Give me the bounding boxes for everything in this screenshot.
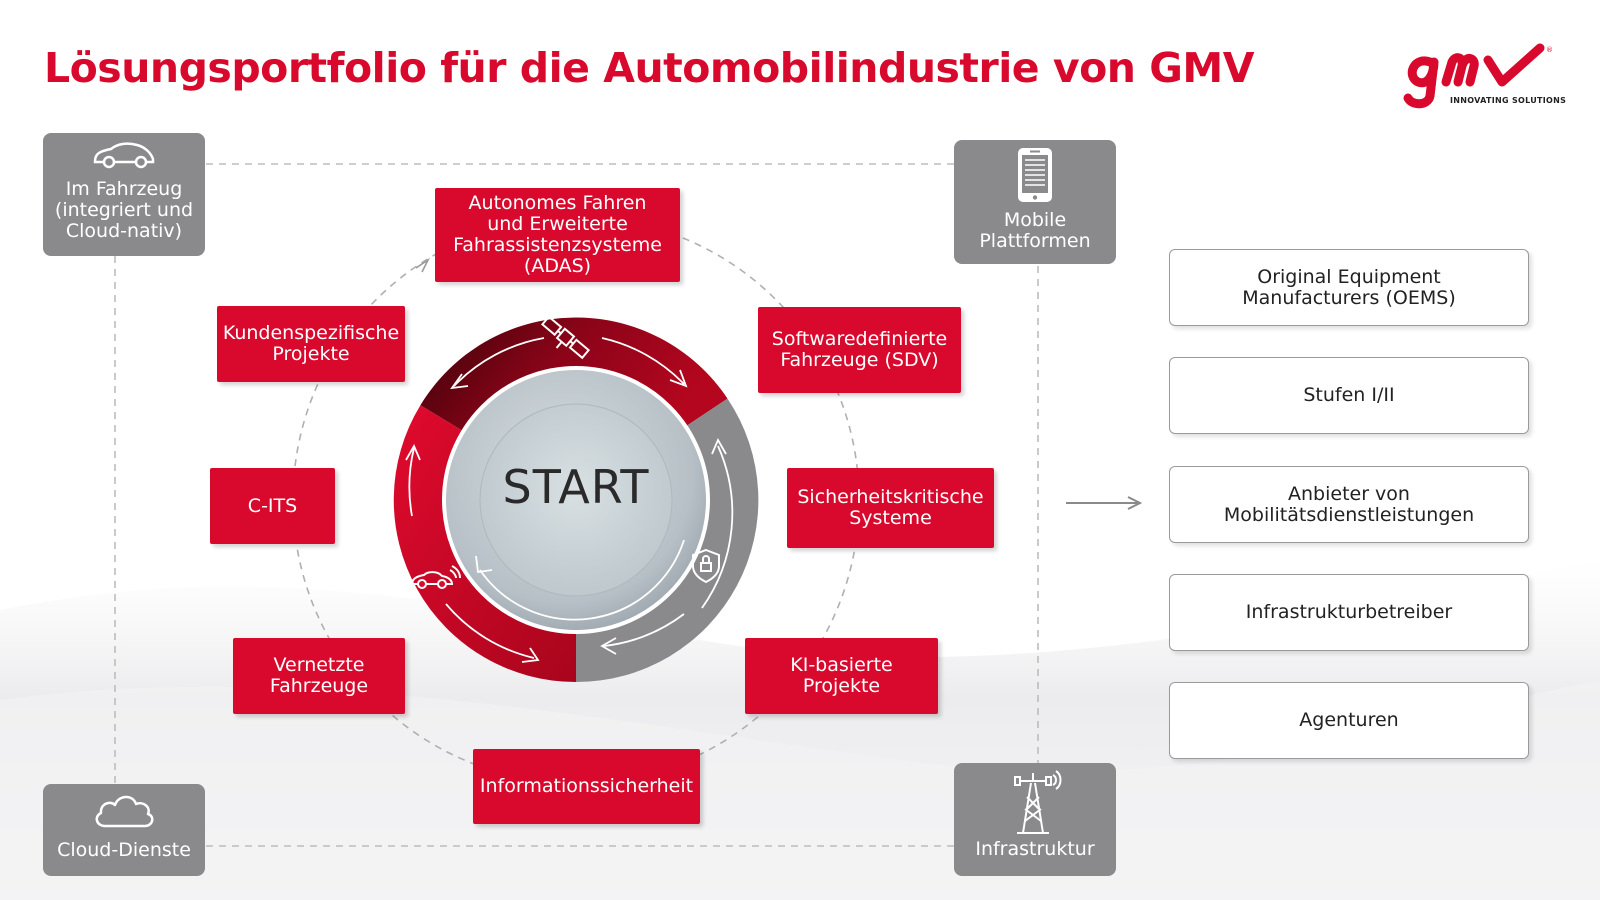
solution-connected-vehicles-label: Vernetzte Fahrzeuge bbox=[269, 654, 369, 697]
solution-adas-label: Autonomes Fahren und Erweiterte Fahrassi… bbox=[453, 192, 662, 277]
customer-stufen-label: Stufen I/II bbox=[1303, 384, 1395, 406]
customer-infrastructure-operators-label: Infrastrukturbetreiber bbox=[1245, 601, 1453, 623]
customer-mobility-providers[interactable]: Anbieter von Mobilitätsdienstleistungen bbox=[1169, 466, 1529, 543]
solution-sdv[interactable]: Softwaredefinierte Fahrzeuge (SDV) bbox=[758, 307, 961, 393]
solution-ai-projects[interactable]: KI-basierte Projekte bbox=[745, 638, 938, 714]
platform-mobile-label: Mobile Plattformen bbox=[979, 209, 1091, 252]
cloud-icon bbox=[95, 795, 154, 828]
solution-safety-critical-label: Sicherheitskritische Systeme bbox=[797, 486, 984, 529]
antenna-tower-icon bbox=[1014, 770, 1062, 834]
platform-mobile: Mobile Plattformen bbox=[954, 140, 1116, 264]
logo-tagline: INNOVATING SOLUTIONS bbox=[1450, 96, 1567, 105]
solution-c-its-label: C-ITS bbox=[247, 494, 298, 517]
customer-oems[interactable]: Original Equipment Manufacturers (OEMS) bbox=[1169, 249, 1529, 326]
connected-car-icon bbox=[410, 565, 461, 589]
platform-cloud-label: Cloud-Dienste bbox=[57, 839, 191, 861]
wheel-segment-right bbox=[576, 398, 759, 683]
solution-safety-critical[interactable]: Sicherheitskritische Systeme bbox=[787, 468, 994, 548]
page-title: Lösungsportfolio für die Automobilindust… bbox=[44, 44, 1254, 92]
customer-oems-label: Original Equipment Manufacturers (OEMS) bbox=[1242, 265, 1456, 309]
smartphone-icon bbox=[1018, 148, 1052, 202]
customer-agencies[interactable]: Agenturen bbox=[1169, 682, 1529, 759]
platform-vehicle-label: Im Fahrzeug (integriert und Cloud-nativ) bbox=[54, 178, 194, 242]
solution-infosec[interactable]: Informationssicherheit bbox=[473, 749, 700, 824]
solution-connected-vehicles[interactable]: Vernetzte Fahrzeuge bbox=[233, 638, 405, 714]
wheel-segment-top bbox=[420, 317, 728, 433]
customer-mobility-providers-label: Anbieter von Mobilitätsdienstleistungen bbox=[1223, 482, 1475, 526]
start-wheel bbox=[393, 315, 759, 683]
solution-infosec-label: Informationssicherheit bbox=[479, 775, 694, 797]
platform-infrastructure: Infrastruktur bbox=[954, 763, 1116, 876]
wheel-segment-left bbox=[393, 405, 576, 683]
solution-custom-projects[interactable]: Kundenspezifische Projekte bbox=[217, 306, 405, 382]
satellite-icon bbox=[540, 315, 591, 360]
solution-ai-projects-label: KI-basierte Projekte bbox=[790, 654, 893, 697]
solution-c-its[interactable]: C-ITS bbox=[210, 468, 335, 544]
customer-stufen[interactable]: Stufen I/II bbox=[1169, 357, 1529, 434]
solution-sdv-label: Softwaredefinierte Fahrzeuge (SDV) bbox=[771, 328, 948, 371]
shield-lock-icon bbox=[692, 548, 720, 584]
customer-agencies-label: Agenturen bbox=[1299, 709, 1399, 731]
platform-cloud: Cloud-Dienste bbox=[43, 784, 205, 876]
solution-adas[interactable]: Autonomes Fahren und Erweiterte Fahrassi… bbox=[435, 188, 680, 282]
start-label: START bbox=[502, 460, 650, 514]
platform-vehicle: Im Fahrzeug (integriert und Cloud-nativ) bbox=[43, 133, 205, 256]
solution-custom-projects-label: Kundenspezifische Projekte bbox=[222, 322, 400, 365]
platform-infrastructure-label: Infrastruktur bbox=[975, 838, 1095, 860]
gmv-logo: ® bbox=[1403, 43, 1553, 109]
svg-text:®: ® bbox=[1546, 46, 1553, 54]
car-icon bbox=[93, 142, 155, 169]
customer-infrastructure-operators[interactable]: Infrastrukturbetreiber bbox=[1169, 574, 1529, 651]
